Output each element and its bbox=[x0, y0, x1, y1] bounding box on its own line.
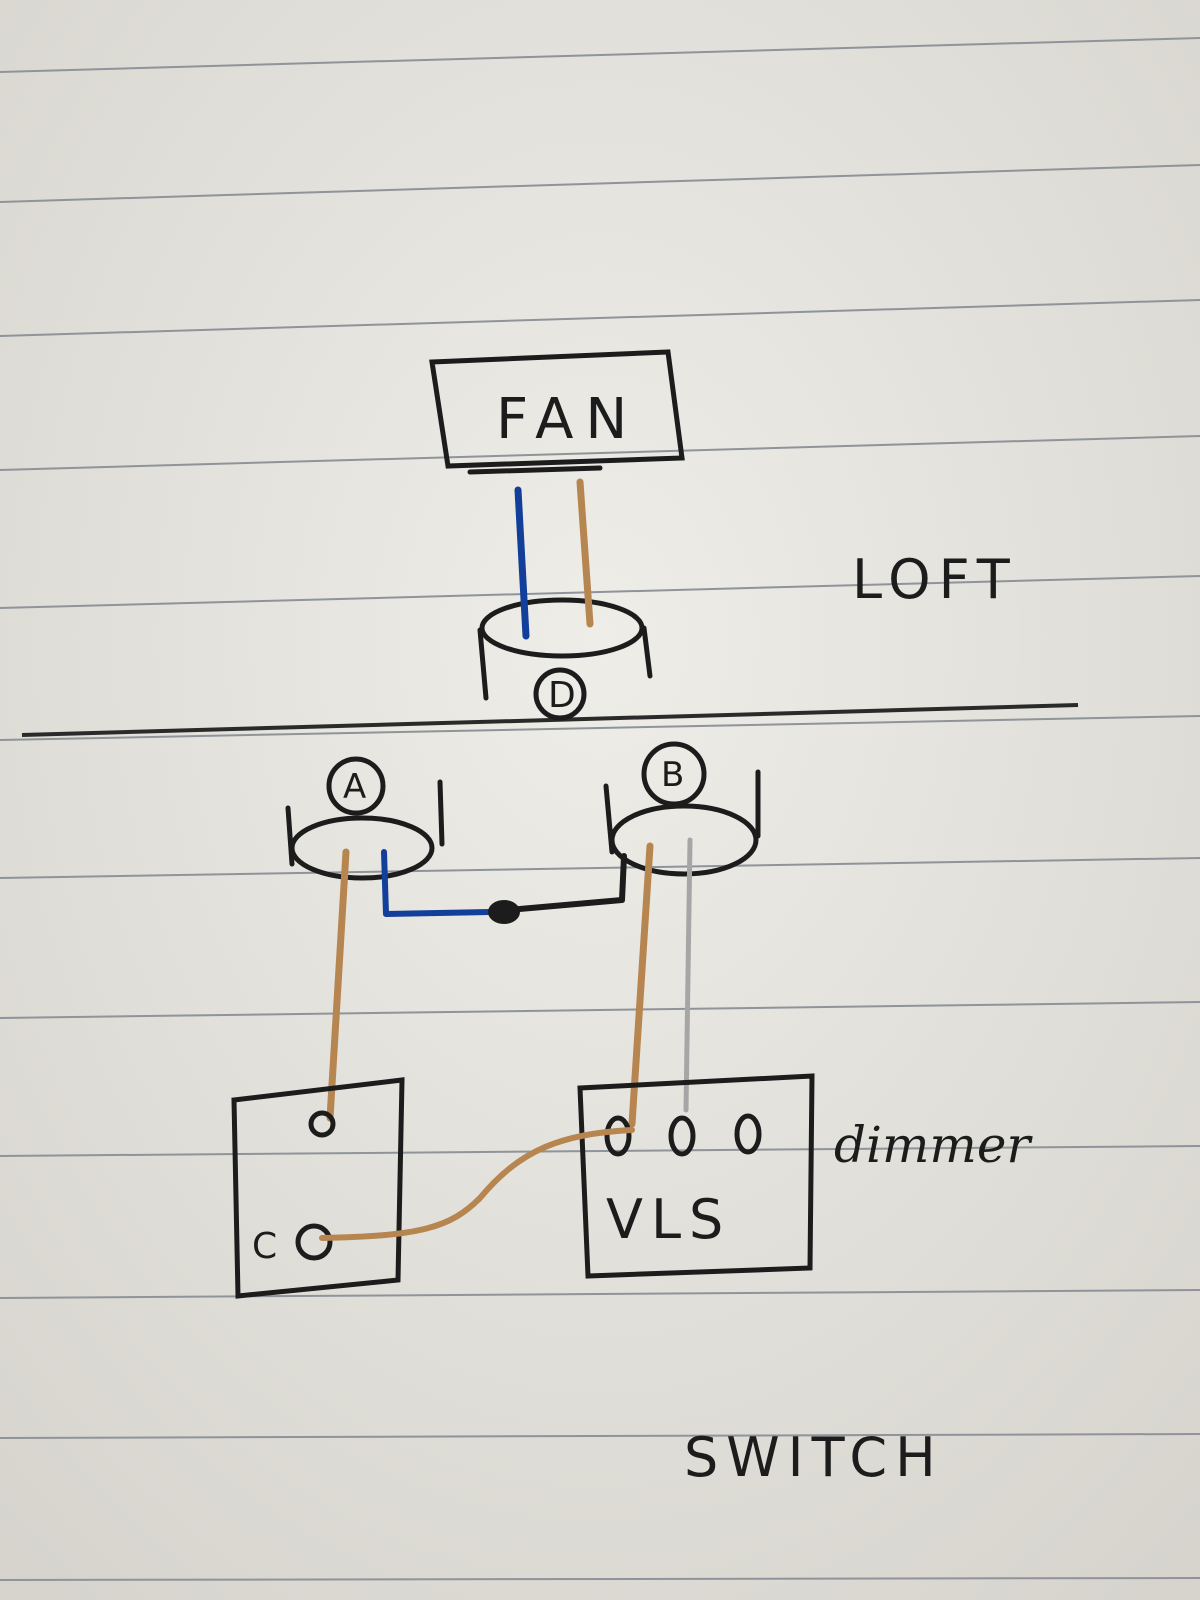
ruled-line bbox=[0, 1433, 1200, 1439]
ruled-line bbox=[0, 1289, 1200, 1299]
b-brown-wire bbox=[628, 842, 654, 1128]
loft-floor-line bbox=[21, 703, 1079, 737]
fan-blue-wire bbox=[514, 486, 530, 640]
junction-b-label: B bbox=[661, 755, 684, 795]
ruled-line bbox=[0, 37, 1200, 73]
dimmer-label: dimmer bbox=[834, 1116, 1033, 1174]
fan-brown-wire bbox=[576, 478, 594, 628]
ruled-line bbox=[0, 575, 1200, 609]
junction-d-label: D bbox=[548, 675, 576, 716]
ruled-line bbox=[0, 435, 1200, 471]
junction-box-b bbox=[603, 741, 761, 877]
ruled-line bbox=[0, 1001, 1200, 1019]
ruled-line bbox=[0, 715, 1200, 741]
left-switch-box bbox=[231, 1077, 405, 1299]
fan-label: FAN bbox=[496, 387, 639, 452]
wire-connector bbox=[488, 900, 520, 924]
ruled-line bbox=[0, 1577, 1200, 1581]
junction-a-label: A bbox=[343, 767, 366, 807]
loft-label: LOFT bbox=[852, 548, 1018, 611]
dimmer-terminals-label: VLS bbox=[606, 1188, 731, 1251]
ruled-line bbox=[0, 299, 1200, 337]
ruled-line bbox=[0, 164, 1200, 203]
a-to-b-black-wire bbox=[505, 853, 627, 913]
c-to-dimmer-brown-wire bbox=[319, 1127, 635, 1241]
switch-c-label: C bbox=[252, 1226, 277, 1267]
ruled-lines bbox=[0, 37, 1200, 1581]
a-brown-wire bbox=[326, 848, 350, 1122]
switch-label: SWITCH bbox=[684, 1426, 944, 1489]
ruled-line bbox=[0, 1145, 1200, 1157]
dimmer-box bbox=[577, 1073, 815, 1279]
b-grey-wire bbox=[683, 837, 693, 1113]
junction-box-a bbox=[285, 756, 445, 881]
a-to-b-blue-wire bbox=[381, 849, 493, 917]
junction-box-d bbox=[477, 597, 653, 721]
fan-box bbox=[429, 349, 685, 475]
ruled-line bbox=[0, 857, 1200, 879]
